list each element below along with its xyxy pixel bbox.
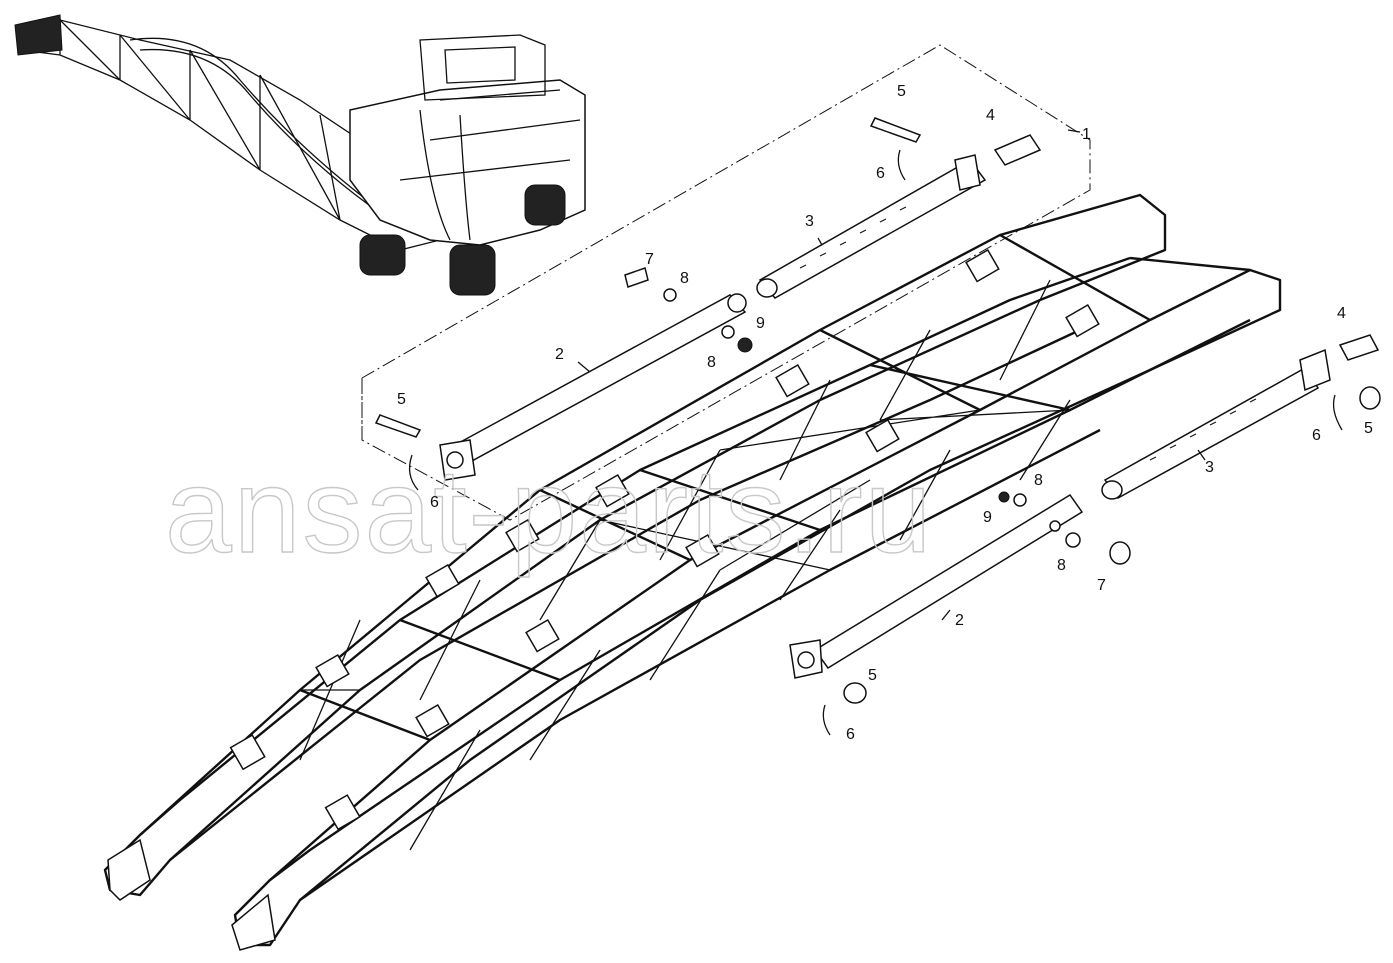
callout-9-upper: 9 bbox=[756, 315, 765, 332]
callout-6-left: 6 bbox=[430, 494, 439, 511]
callout-1: 1 bbox=[1082, 126, 1091, 143]
callout-2-upper: 2 bbox=[555, 346, 564, 363]
leader-lines bbox=[577, 129, 1206, 621]
callout-6-upper: 6 bbox=[876, 165, 885, 182]
callout-8-upper-b: 8 bbox=[707, 354, 716, 371]
callout-5-left: 5 bbox=[397, 391, 406, 408]
upper-parts-group bbox=[374, 117, 1042, 491]
callout-3-right: 3 bbox=[1205, 459, 1214, 476]
callout-5-lower: 5 bbox=[868, 667, 877, 684]
callout-8-upper-a: 8 bbox=[680, 270, 689, 287]
callout-5-right: 5 bbox=[1364, 420, 1373, 437]
callout-9-lower: 9 bbox=[983, 509, 992, 526]
callout-4-upper: 4 bbox=[986, 107, 995, 124]
callout-7-lower: 7 bbox=[1097, 577, 1106, 594]
machine-overview-illustration bbox=[14, 14, 586, 296]
callout-2-lower: 2 bbox=[955, 612, 964, 629]
callout-3-upper: 3 bbox=[805, 213, 814, 230]
callout-6-right: 6 bbox=[1312, 427, 1321, 444]
right-parts-group bbox=[789, 334, 1381, 736]
conveyor-frame bbox=[103, 193, 1282, 951]
callout-7-upper: 7 bbox=[645, 251, 654, 268]
callout-5-upper: 5 bbox=[897, 83, 906, 100]
callout-8-lower-b: 8 bbox=[1057, 557, 1066, 574]
callout-4-right: 4 bbox=[1337, 305, 1346, 322]
callout-6-lower: 6 bbox=[846, 726, 855, 743]
callout-8-lower-a: 8 bbox=[1034, 472, 1043, 489]
watermark-text: ansat-parts.ru bbox=[165, 444, 933, 578]
callout-numbers: 1 2 2 3 3 4 4 5 5 5 5 6 6 6 6 7 7 8 8 8 … bbox=[397, 83, 1373, 743]
